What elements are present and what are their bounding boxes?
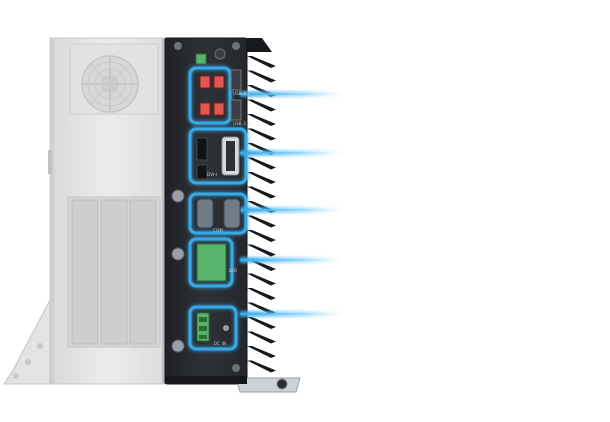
panel-screw <box>232 42 240 50</box>
expansion-slot-3 <box>129 199 157 345</box>
heatsink-fin <box>247 215 276 228</box>
display-ports-beam <box>240 152 340 154</box>
panel-screw <box>232 364 240 372</box>
dio-highlight-frame <box>188 237 234 288</box>
serial-highlight-frame <box>188 192 248 235</box>
heatsink-fin <box>247 244 276 257</box>
lan-port <box>230 69 242 91</box>
digital-io-beam <box>240 259 340 261</box>
hdmi-port <box>196 137 208 161</box>
lan-port <box>230 99 242 121</box>
heatsink-fin <box>247 186 276 199</box>
label-dio: DIO <box>229 268 238 273</box>
com-port <box>223 198 241 229</box>
label-com: COM <box>213 228 223 233</box>
chassis-notch <box>48 150 52 174</box>
usb-port-group <box>188 66 242 125</box>
heatsink-fin <box>247 70 276 83</box>
heatsink-fin <box>247 157 276 170</box>
panel-base <box>165 376 247 384</box>
usb-port <box>213 102 225 116</box>
expansion-slots <box>67 196 161 348</box>
display-port-group <box>188 127 248 185</box>
label-power: DC IN <box>214 341 227 346</box>
serial-ports-beam <box>240 209 340 211</box>
panel-screw <box>174 42 182 50</box>
expansion-slot-1 <box>71 199 99 345</box>
usb-port <box>199 102 211 116</box>
power-highlight-frame <box>188 305 238 351</box>
label-display: DVI-I <box>207 172 218 177</box>
label-usb-top: USB 3.2 <box>233 91 251 96</box>
heatsink-fin <box>247 273 276 286</box>
panel-screw <box>171 247 185 261</box>
mounting-bracket-right <box>235 377 301 393</box>
heatsink-fin <box>247 331 276 344</box>
heatsink-fin <box>247 360 276 373</box>
label-usb-bottom: USB 3.2 <box>233 121 251 126</box>
fan-grille <box>81 55 139 113</box>
heatsink-fins <box>247 38 276 373</box>
heatsink-fin <box>247 128 276 141</box>
dio-terminal-block <box>196 243 227 282</box>
display-highlight-frame <box>188 127 248 185</box>
callout-beams <box>240 91 346 317</box>
panel-screw <box>171 189 185 203</box>
usb-port <box>199 75 211 89</box>
power-switch <box>195 48 226 65</box>
heatsink-fin <box>247 317 276 329</box>
heatsink-fin <box>247 114 276 126</box>
power-input-beam <box>240 313 340 315</box>
heatsink-fin <box>247 346 276 358</box>
dio-terminal-group <box>188 237 234 288</box>
expansion-slot-2 <box>100 199 128 345</box>
usb-ports-beam <box>240 93 340 95</box>
com-port <box>196 198 214 229</box>
usb-port <box>213 75 225 89</box>
mounting-bracket-left <box>3 299 51 385</box>
heatsink-fin <box>247 288 276 300</box>
displayport-port <box>196 164 208 180</box>
panel-screw <box>171 339 185 353</box>
serial-port-group <box>188 192 248 235</box>
heatsink-fin <box>247 230 276 242</box>
usb-highlight-frame <box>188 66 232 125</box>
heatsink-fin <box>247 56 276 68</box>
heatsink-fin <box>247 172 276 184</box>
power-input-group <box>188 305 238 351</box>
heatsink-fin <box>247 99 276 112</box>
